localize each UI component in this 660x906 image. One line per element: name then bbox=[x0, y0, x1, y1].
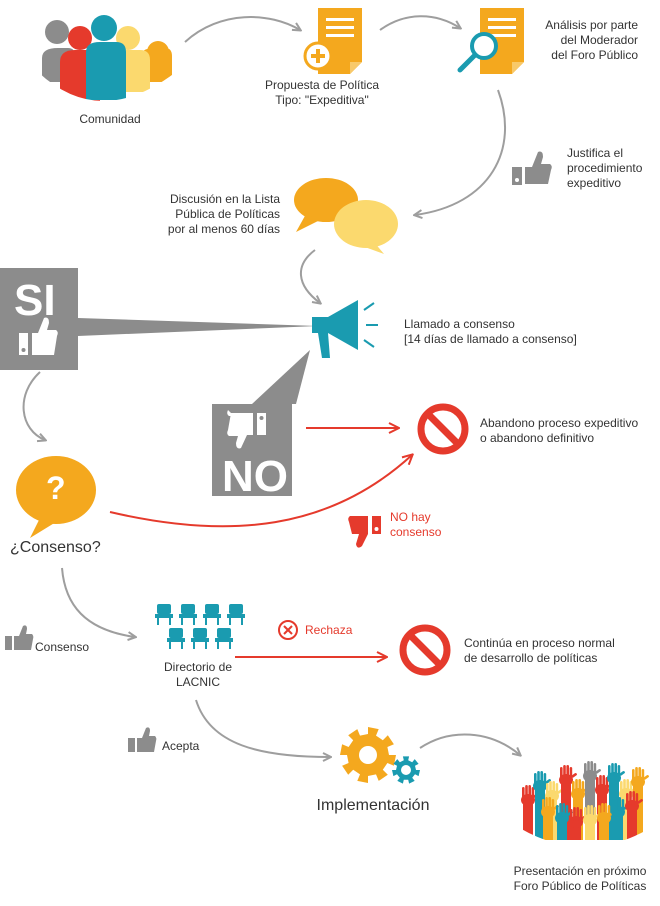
thumbs-up-icon bbox=[5, 625, 34, 650]
accepts-label: Acepta bbox=[162, 739, 200, 753]
no-consensus-label: NO hay consenso bbox=[390, 510, 442, 539]
document-search-icon bbox=[457, 8, 524, 74]
raised-hands-icon bbox=[510, 761, 660, 850]
chairs-icon bbox=[155, 604, 245, 649]
megaphone-icon bbox=[312, 300, 378, 358]
thumbs-down-icon bbox=[348, 516, 381, 548]
arrow-si-to-consensus bbox=[22, 371, 45, 440]
consensus-question-label: ¿Consenso? bbox=[10, 539, 101, 556]
arrow-proposal-to-analysis bbox=[379, 15, 460, 31]
document-add-icon bbox=[303, 8, 362, 74]
reject-icon bbox=[278, 620, 298, 640]
speech-bubbles-icon bbox=[294, 178, 398, 254]
gears-icon bbox=[340, 727, 420, 784]
no-box bbox=[212, 350, 310, 496]
arrow-discussion-to-call bbox=[299, 249, 320, 303]
people-group-icon bbox=[38, 15, 176, 104]
community-label: Comunidad bbox=[79, 112, 141, 126]
flow-arrows bbox=[22, 15, 520, 757]
si-label: SI bbox=[14, 276, 56, 325]
question-bubble-icon bbox=[16, 456, 96, 538]
justify-label: Justifica el procedimiento expeditivo bbox=[567, 146, 643, 190]
implementation-label: Implementación bbox=[316, 797, 430, 814]
arrow-implementation-to-presentation bbox=[419, 733, 520, 755]
prohibited-icon bbox=[417, 403, 469, 455]
arrow-consensus-to-board bbox=[61, 567, 135, 637]
rejects-label: Rechaza bbox=[305, 623, 353, 637]
arrow-community-to-proposal bbox=[184, 16, 300, 43]
question-mark: ? bbox=[46, 470, 66, 506]
call-label: Llamado a consenso [14 días de llamado a… bbox=[404, 317, 577, 346]
continue-label: Continúa en proceso normal de desarrollo… bbox=[464, 636, 615, 665]
thumbs-up-icon bbox=[128, 727, 157, 752]
arrow-consensus-to-abandon bbox=[109, 455, 412, 528]
board-label: Directorio de LACNIC bbox=[163, 660, 233, 689]
prohibited-icon bbox=[399, 624, 451, 676]
abandon-label: Abandono proceso expeditivo o abandono d… bbox=[480, 416, 639, 445]
discussion-label: Discusión en la Lista Pública de Polític… bbox=[167, 192, 280, 236]
si-box bbox=[0, 268, 318, 370]
no-label: NO bbox=[222, 452, 288, 501]
arrow-board-to-implementation bbox=[195, 699, 330, 757]
analysis-label: Análisis por parte del Moderador del For… bbox=[545, 18, 638, 62]
thumbs-up-icon bbox=[512, 151, 552, 185]
presentation-label: Presentación en próximo Foro Público de … bbox=[513, 864, 647, 893]
consensus-label: Consenso bbox=[35, 640, 90, 654]
arrow-analysis-to-discussion bbox=[415, 89, 507, 215]
reject-arrows bbox=[109, 428, 412, 657]
proposal-label: Propuesta de Política Tipo: "Expeditiva" bbox=[264, 78, 380, 107]
